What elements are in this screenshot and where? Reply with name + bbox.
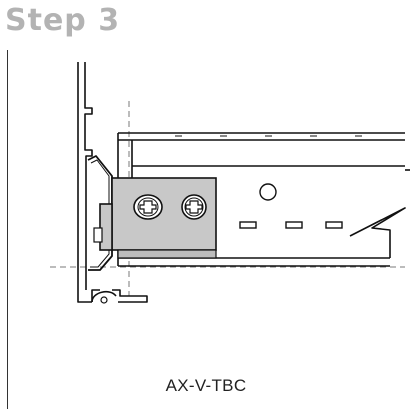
panel-left-border — [7, 50, 8, 409]
part-code-caption: AX-V-TBC — [165, 376, 247, 395]
hook-pin — [100, 296, 108, 304]
rail-hole — [259, 183, 277, 201]
wall-profile — [77, 62, 148, 303]
screw-right — [181, 194, 207, 220]
screw-left — [133, 194, 163, 220]
bracket-base — [117, 249, 217, 259]
rail-slots — [239, 221, 343, 229]
clamp-block — [99, 203, 113, 251]
step-title: Step 3 — [5, 3, 121, 38]
clamp-nut — [93, 227, 103, 243]
bottom-hook — [91, 290, 117, 303]
